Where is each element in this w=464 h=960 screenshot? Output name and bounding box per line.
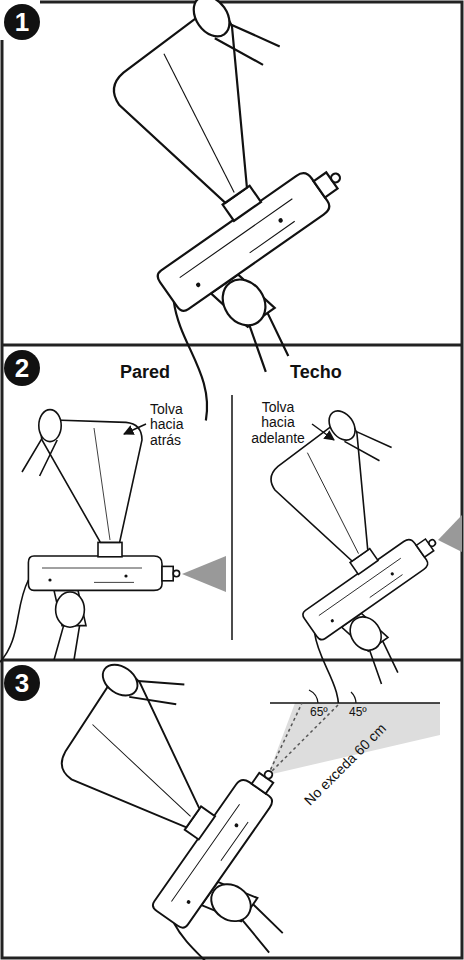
part-label: Tolva hacia atrás	[150, 402, 200, 448]
angle-label: 65º	[310, 706, 328, 719]
step-number-circle: 2	[4, 350, 40, 386]
view-heading: Techo	[290, 363, 342, 383]
callout-number: 2	[15, 355, 29, 381]
callout-number: 3	[15, 670, 29, 696]
view-heading: Pared	[120, 363, 170, 383]
angle-label: 45º	[349, 706, 367, 719]
step-number-circle: 3	[4, 665, 40, 701]
step-number-circle: 1	[4, 4, 40, 40]
callout-number: 1	[15, 9, 29, 35]
part-label: Tolva hacia adelante	[246, 400, 310, 446]
